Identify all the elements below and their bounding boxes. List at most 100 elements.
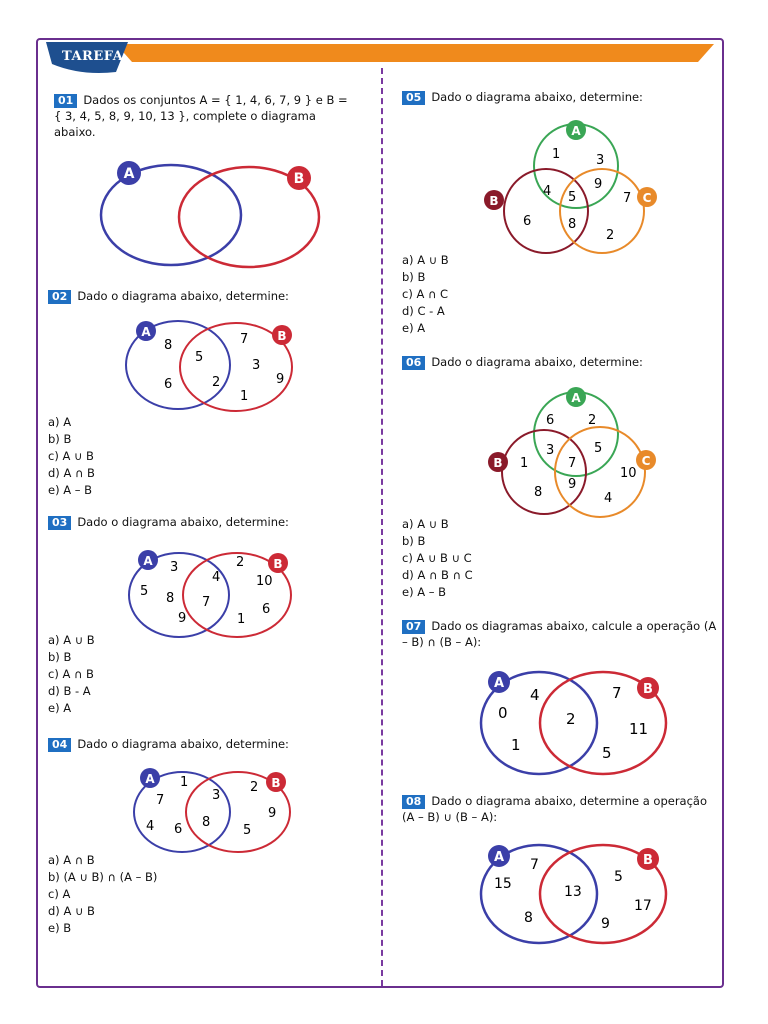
item: d) A ∪ B xyxy=(48,904,95,918)
venn-diagram-08: A B 7 15 8 13 5 17 9 xyxy=(479,843,668,945)
set-a-label: A xyxy=(571,391,581,405)
element: 8 xyxy=(164,338,172,353)
element: 9 xyxy=(276,372,284,387)
element: 7 xyxy=(568,456,576,471)
item: d) A ∩ B ∩ C xyxy=(402,568,473,582)
element: 2 xyxy=(236,555,244,570)
question-02-items: a) A b) B c) A ∪ B d) A ∩ B e) A – B xyxy=(48,414,95,499)
element: 6 xyxy=(164,377,172,392)
set-a-label: A xyxy=(571,124,581,138)
item: c) A ∪ B xyxy=(48,449,94,463)
element: 7 xyxy=(202,595,210,610)
element: 4 xyxy=(530,686,540,704)
element: 9 xyxy=(178,611,186,626)
element: 10 xyxy=(256,574,273,589)
element: 8 xyxy=(166,591,174,606)
item: e) A – B xyxy=(48,483,93,497)
element: 9 xyxy=(568,477,576,492)
element: 5 xyxy=(195,350,203,365)
item: e) A – B xyxy=(402,585,447,599)
venn-diagram-05: A B C 1 3 4 9 5 7 6 8 2 xyxy=(484,120,657,254)
element: 4 xyxy=(146,819,154,834)
question-text-07: Dado os diagramas abaixo, calcule a oper… xyxy=(402,619,717,649)
venn-diagram-07: A B 4 0 1 2 7 11 5 xyxy=(479,670,668,776)
set-b-label: B xyxy=(273,557,282,571)
element: 7 xyxy=(612,684,622,702)
element: 7 xyxy=(156,793,164,808)
question-text-08: Dado o diagrama abaixo, determine a oper… xyxy=(402,794,708,824)
element: 3 xyxy=(212,788,220,803)
element: 1 xyxy=(520,456,528,471)
element: 9 xyxy=(594,177,602,192)
item: a) A ∪ B xyxy=(48,633,95,647)
venn-diagram-03: A B 3 5 8 9 4 7 2 10 6 1 xyxy=(128,550,292,638)
item: b) B xyxy=(402,534,426,548)
item: a) A xyxy=(48,415,72,429)
question-03-items: a) A ∪ B b) B c) A ∩ B d) B - A e) A xyxy=(48,632,95,717)
set-a-label: A xyxy=(494,850,504,865)
item: e) A xyxy=(402,321,426,335)
element: 13 xyxy=(564,884,582,900)
question-text-02: Dado o diagrama abaixo, determine: xyxy=(77,289,289,303)
element: 7 xyxy=(240,332,248,347)
question-04: 04 Dado o diagrama abaixo, determine: xyxy=(48,736,368,752)
venn-diagram-02: A B 8 6 5 2 7 3 9 1 xyxy=(125,320,293,412)
question-03: 03 Dado o diagrama abaixo, determine: xyxy=(48,514,368,530)
set-a-label: A xyxy=(124,166,135,182)
element: 1 xyxy=(552,147,560,162)
question-text-01: Dados os conjuntos A = { 1, 4, 6, 7, 9 }… xyxy=(54,93,348,139)
element: 5 xyxy=(140,584,148,599)
element: 17 xyxy=(634,898,652,914)
column-divider xyxy=(381,68,383,986)
set-b-label: B xyxy=(643,853,653,868)
item: b) (A ∪ B) ∩ (A – B) xyxy=(48,870,158,884)
element: 10 xyxy=(620,466,637,481)
item: c) A ∩ B xyxy=(48,667,94,681)
question-text-06: Dado o diagrama abaixo, determine: xyxy=(431,355,643,369)
element: 2 xyxy=(250,780,258,795)
question-number-02: 02 xyxy=(48,290,72,304)
header-banner xyxy=(46,42,714,73)
question-number-03: 03 xyxy=(48,516,72,530)
element: 5 xyxy=(602,744,612,762)
element: 1 xyxy=(180,775,188,790)
element: 4 xyxy=(543,184,551,199)
element: 8 xyxy=(524,910,533,926)
element: 3 xyxy=(546,443,554,458)
question-04-items: a) A ∩ B b) (A ∪ B) ∩ (A – B) c) A d) A … xyxy=(48,852,157,937)
page-frame xyxy=(36,38,724,988)
element: 5 xyxy=(594,441,602,456)
set-a-label: A xyxy=(143,554,153,568)
set-b-label: B xyxy=(643,682,653,697)
item: d) B - A xyxy=(48,684,91,698)
element: 6 xyxy=(174,822,182,837)
element: 5 xyxy=(243,823,251,838)
item: b) B xyxy=(48,650,72,664)
question-text-04: Dado o diagrama abaixo, determine: xyxy=(77,737,289,751)
question-text-03: Dado o diagrama abaixo, determine: xyxy=(77,515,289,529)
set-c-label: C xyxy=(643,191,652,205)
element: 1 xyxy=(240,389,248,404)
question-number-07: 07 xyxy=(402,620,426,634)
element: 3 xyxy=(252,358,260,373)
venn-diagram-06: A B C 6 2 3 5 1 7 10 8 9 4 xyxy=(488,387,656,518)
item: c) A ∩ C xyxy=(402,287,449,301)
set-b-label: B xyxy=(294,171,305,187)
set-a-label: A xyxy=(494,676,504,691)
element: 3 xyxy=(170,560,178,575)
element: 2 xyxy=(606,228,614,243)
question-06-items: a) A ∪ B b) B c) A ∪ B ∪ C d) A ∩ B ∩ C … xyxy=(402,516,473,601)
question-number-04: 04 xyxy=(48,738,72,752)
element: 0 xyxy=(498,704,508,722)
item: b) B xyxy=(48,432,72,446)
element: 9 xyxy=(268,806,276,821)
question-number-01: 01 xyxy=(54,94,78,108)
set-b-badge xyxy=(287,166,311,190)
item: a) A ∪ B xyxy=(402,253,449,267)
item: c) A ∪ B ∪ C xyxy=(402,551,472,565)
item: a) A ∪ B xyxy=(402,517,449,531)
venn-diagram-01: A B xyxy=(99,161,321,269)
